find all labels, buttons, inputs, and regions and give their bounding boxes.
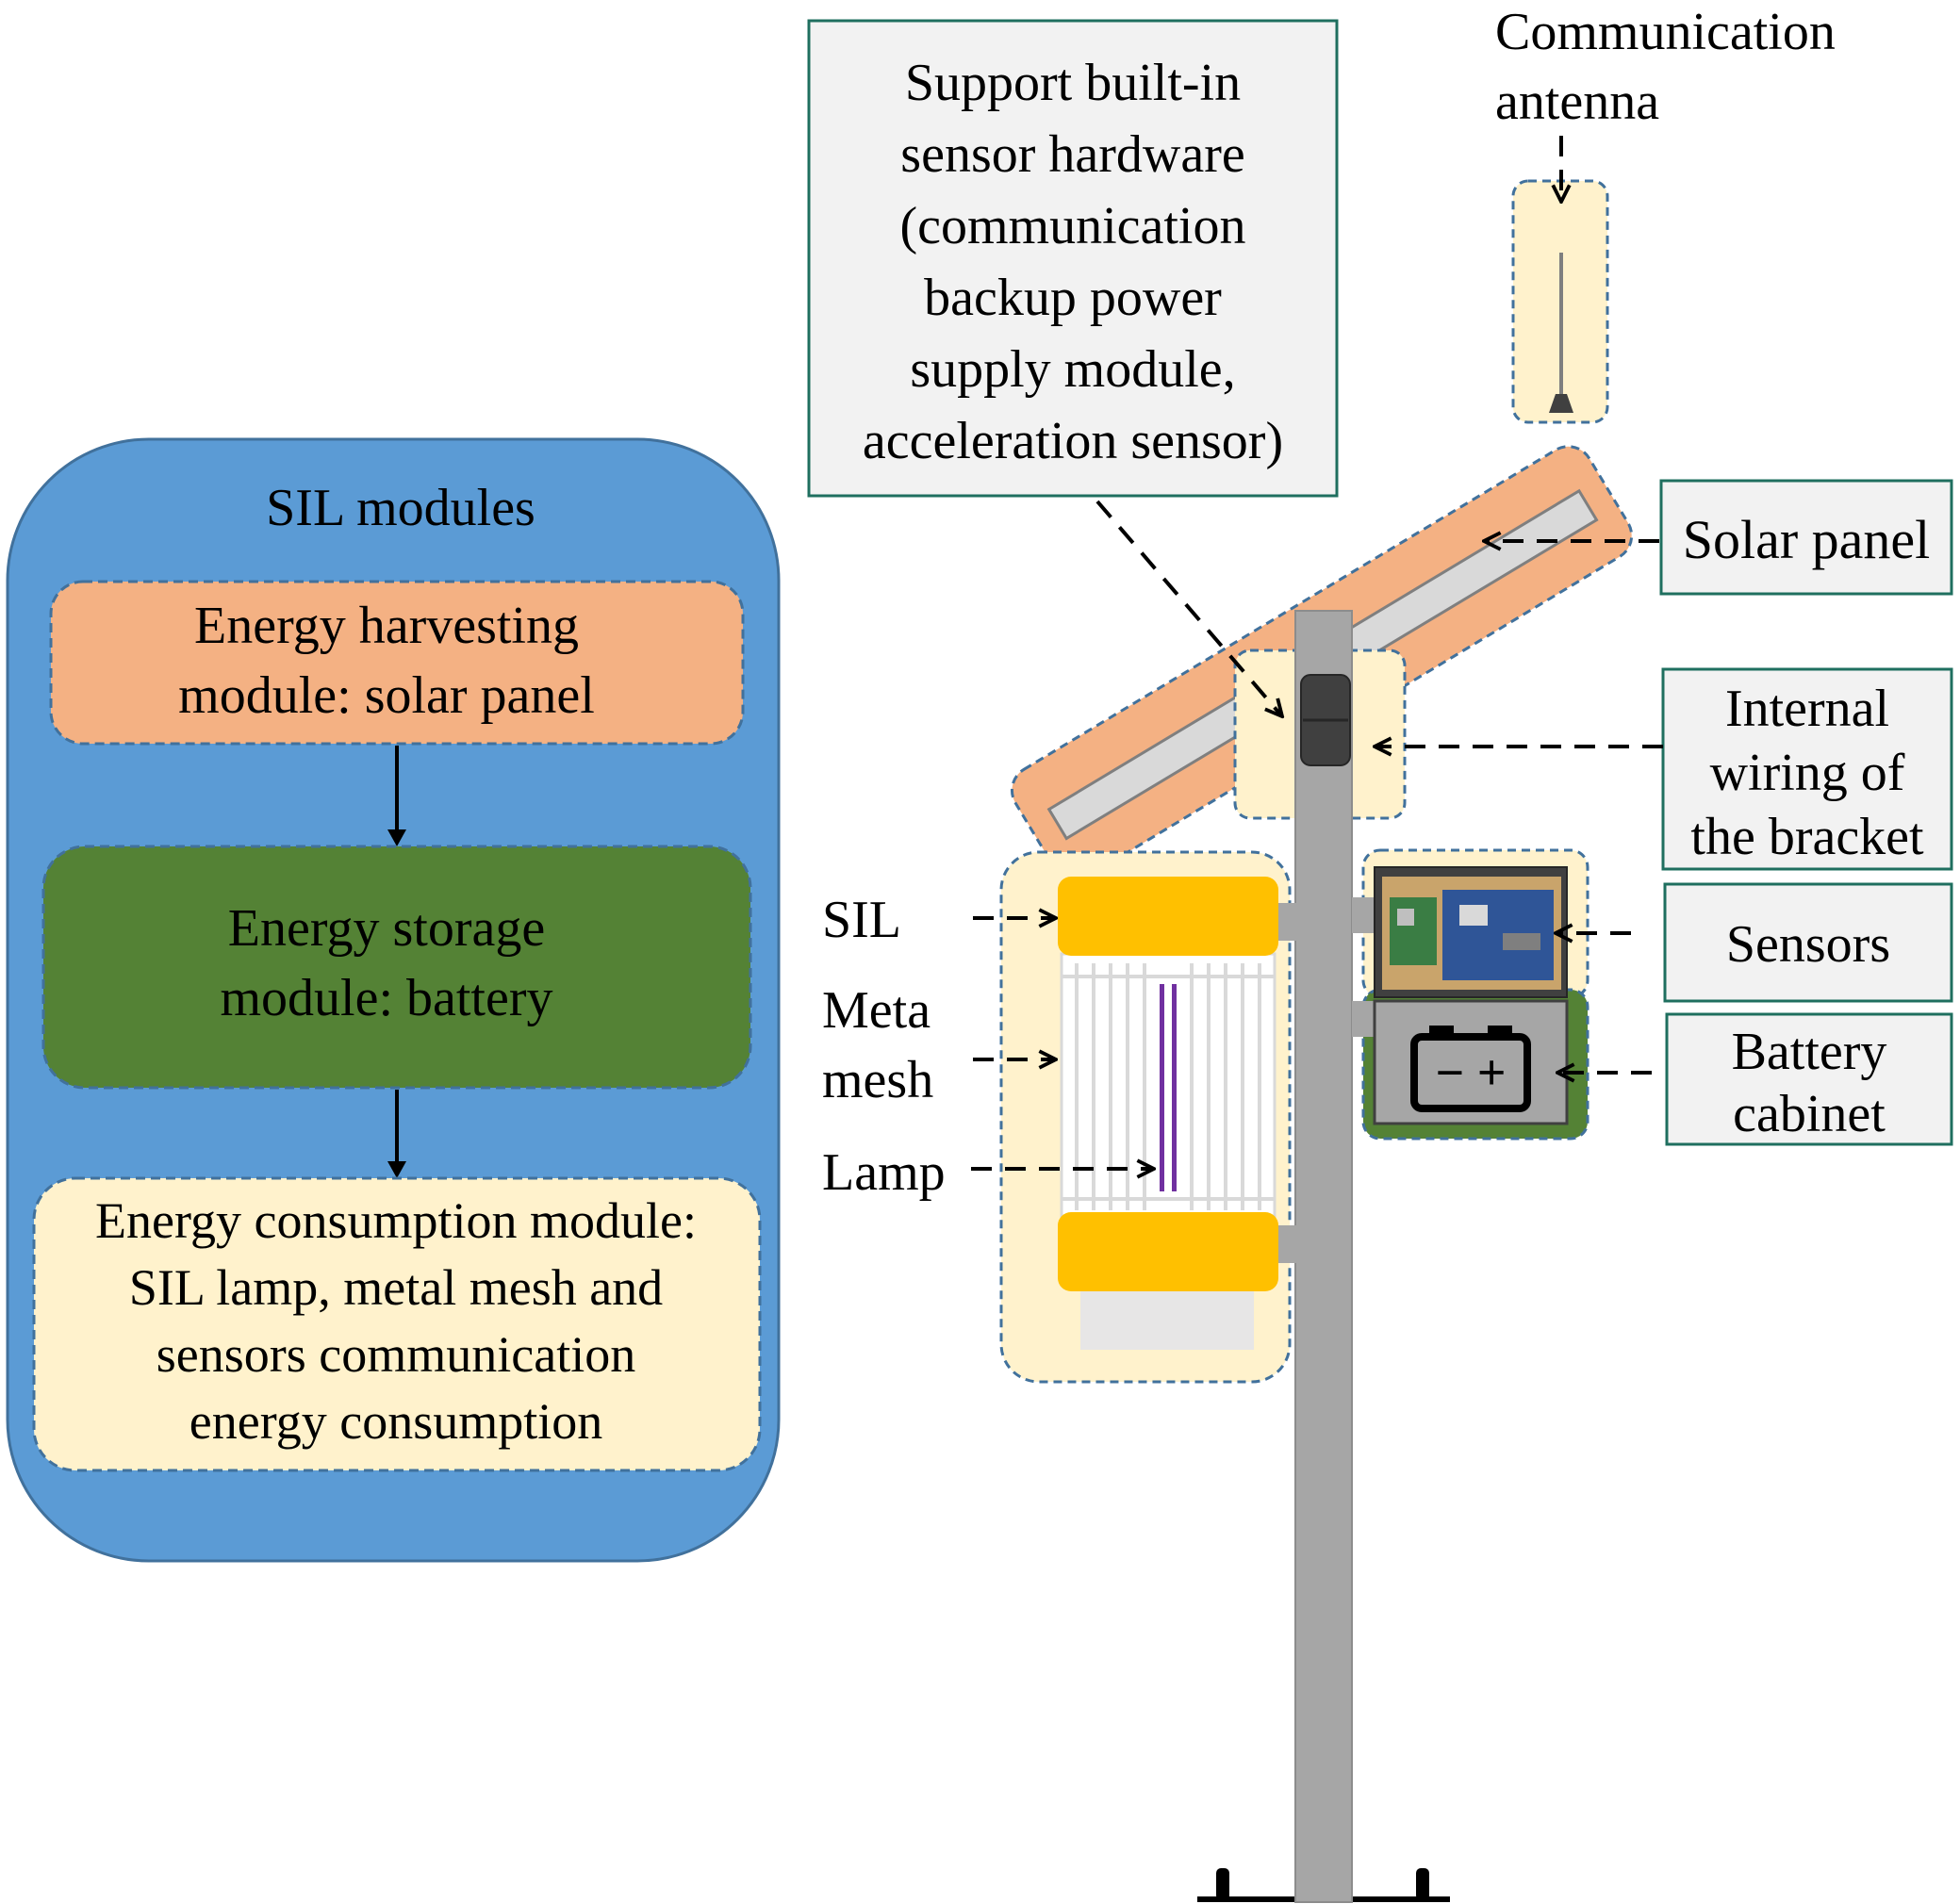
callout-sensors: Sensors: [1663, 882, 1953, 1003]
internal-wiring-line-2: wiring of: [1710, 744, 1905, 802]
battery-cabinet-box: [1665, 1012, 1953, 1146]
harvest-to-storage-arrowhead: [387, 829, 406, 846]
support-hardware-line-1: Support built-in: [905, 54, 1241, 112]
storage-module-line-1: Energy storage: [228, 899, 545, 958]
support-hardware-line-2: sensor hardware: [900, 125, 1244, 184]
storage-module-line-2: module: battery: [220, 969, 552, 1027]
antenna-label-line-2: antenna: [1495, 73, 1659, 131]
support-hardware-line-4: backup power: [924, 269, 1222, 327]
support-hardware-line-6: acceleration sensor): [863, 412, 1283, 470]
harvesting-module-line-1: Energy harvesting: [194, 597, 579, 655]
lamp-top-cap: [1058, 877, 1278, 956]
callout-support-hardware: Support built-in sensor hardware (commun…: [807, 19, 1339, 498]
sensors-board-icon: [1374, 866, 1568, 998]
solar-panel-box: [1659, 479, 1953, 596]
battery-cabinet-line-2: cabinet: [1733, 1085, 1886, 1143]
harvesting-module-line-2: module: solar panel: [178, 666, 595, 725]
storage-to-consumption-arrowhead: [387, 1161, 406, 1178]
consumption-module-line-4: energy consumption: [189, 1393, 602, 1450]
antenna-label-line-1: Communication: [1495, 3, 1836, 61]
modules-panel-title: SIL modules: [266, 479, 535, 537]
callout-antenna: Communication antenna: [1495, 3, 1836, 131]
sil-label: SIL: [822, 891, 901, 949]
support-hardware-line-3: (communication: [899, 197, 1245, 255]
lamp-base-plate: [1080, 1291, 1254, 1350]
lamp-bottom-cap: [1058, 1212, 1278, 1291]
callout-battery-cabinet: Battery cabinet: [1665, 1012, 1953, 1146]
lamp-side-labels: SIL Meta mesh Lamp: [822, 891, 946, 1202]
support-hardware-box: [807, 19, 1339, 498]
battery-cabinet-icon: − +: [1373, 999, 1569, 1125]
consumption-module-line-2: SIL lamp, metal mesh and: [129, 1259, 663, 1316]
consumption-module-box: [32, 1176, 762, 1472]
lamp-tube-icon: [1160, 984, 1164, 1191]
callout-solar-panel: Solar panel: [1659, 479, 1953, 596]
lamp-pole: [1294, 610, 1353, 1903]
internal-wiring-line-3: the bracket: [1690, 808, 1924, 866]
storage-module-box: [41, 845, 752, 1090]
pointer-arrows: [971, 136, 1663, 1169]
callout-internal-wiring: Internal wiring of the bracket: [1661, 667, 1953, 871]
internal-wiring-box: [1661, 667, 1953, 871]
street-lamp-illustration: − +: [999, 179, 1634, 1903]
consumption-module-line-3: sensors communication: [156, 1326, 635, 1383]
support-hardware-line-5: supply module,: [910, 340, 1235, 399]
battery-cabinet-line-1: Battery: [1732, 1023, 1887, 1081]
support-hardware-pointer: [1095, 500, 1282, 716]
battery-symbol: − +: [1435, 1044, 1506, 1101]
consumption-module-line-1: Energy consumption module:: [95, 1192, 697, 1249]
battery-icon: [1410, 1033, 1531, 1112]
sensors-box: [1663, 882, 1953, 1003]
meta-mesh-label-line-1: Meta: [822, 981, 931, 1040]
internal-wiring-line-1: Internal: [1725, 680, 1889, 738]
antenna-icon: [1549, 253, 1573, 413]
sil-modules-panel: SIL modules Energy harvesting module: so…: [6, 437, 781, 1563]
solar-panel-label: Solar panel: [1683, 509, 1931, 570]
lamp-label: Lamp: [822, 1143, 946, 1202]
sensors-label: Sensors: [1726, 915, 1890, 974]
meta-mesh-label-line-2: mesh: [822, 1051, 933, 1109]
harvesting-module-box: [49, 580, 745, 746]
sil-lamp-icon: [1058, 877, 1278, 1350]
